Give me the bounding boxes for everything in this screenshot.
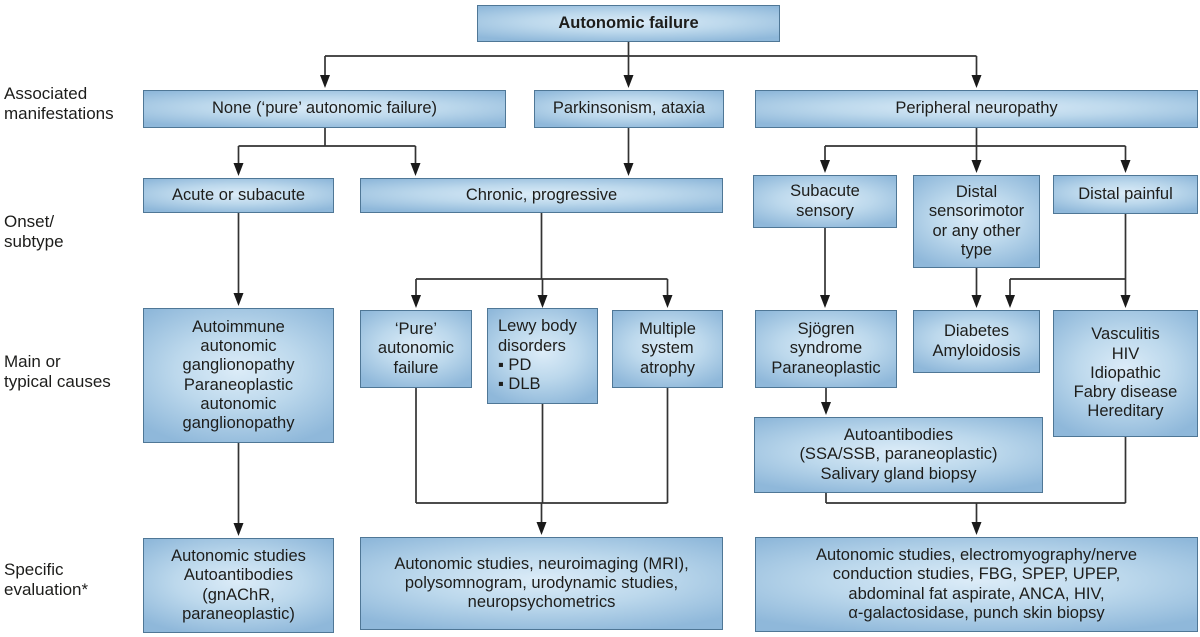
node-sjogren-paraneoplastic: Sjögren syndrome Paraneoplastic — [755, 310, 897, 388]
node-acute-or-subacute: Acute or subacute — [143, 178, 334, 213]
node-peripheral-neuropathy: Peripheral neuropathy — [755, 90, 1198, 128]
node-subacute-sensory: Subacute sensory — [753, 175, 897, 228]
node-none-pure-autonomic-failure: None (‘pure’ autonomic failure) — [143, 90, 506, 128]
node-multiple-system-atrophy: Multiple system atrophy — [612, 310, 723, 388]
node-parkinsonism-ataxia: Parkinsonism, ataxia — [534, 90, 724, 128]
row-label-main-typical-causes: Main or typical causes — [4, 352, 111, 392]
node-diabetes-amyloidosis: Diabetes Amyloidosis — [913, 310, 1040, 373]
node-lewy-body-disorders: Lewy body disorders ▪ PD ▪ DLB — [487, 308, 598, 404]
node-distal-painful: Distal painful — [1053, 175, 1198, 214]
node-evaluation-neuroimaging: Autonomic studies, neuroimaging (MRI), p… — [360, 537, 723, 630]
row-label-specific-evaluation: Specific evaluation* — [4, 560, 89, 600]
node-vasculitis-group: Vasculitis HIV Idiopathic Fabry disease … — [1053, 310, 1198, 437]
node-autoantibodies-salivary-biopsy: Autoantibodies (SSA/SSB, paraneoplastic)… — [754, 417, 1043, 493]
node-pure-autonomic-failure: ‘Pure’ autonomic failure — [360, 310, 472, 388]
node-autoimmune-ganglionopathy: Autoimmune autonomic ganglionopathy Para… — [143, 308, 334, 443]
row-label-onset-subtype: Onset/ subtype — [4, 212, 64, 252]
node-autonomic-failure: Autonomic failure — [477, 5, 780, 42]
node-evaluation-autonomic-autoantibodies: Autonomic studies Autoantibodies (gnAChR… — [143, 538, 334, 633]
node-evaluation-emg-nerve: Autonomic studies, electromyography/nerv… — [755, 537, 1198, 632]
row-label-associated-manifestations: Associated manifestations — [4, 84, 114, 124]
node-chronic-progressive: Chronic, progressive — [360, 178, 723, 213]
node-distal-sensorimotor: Distal sensorimotor or any other type — [913, 175, 1040, 268]
